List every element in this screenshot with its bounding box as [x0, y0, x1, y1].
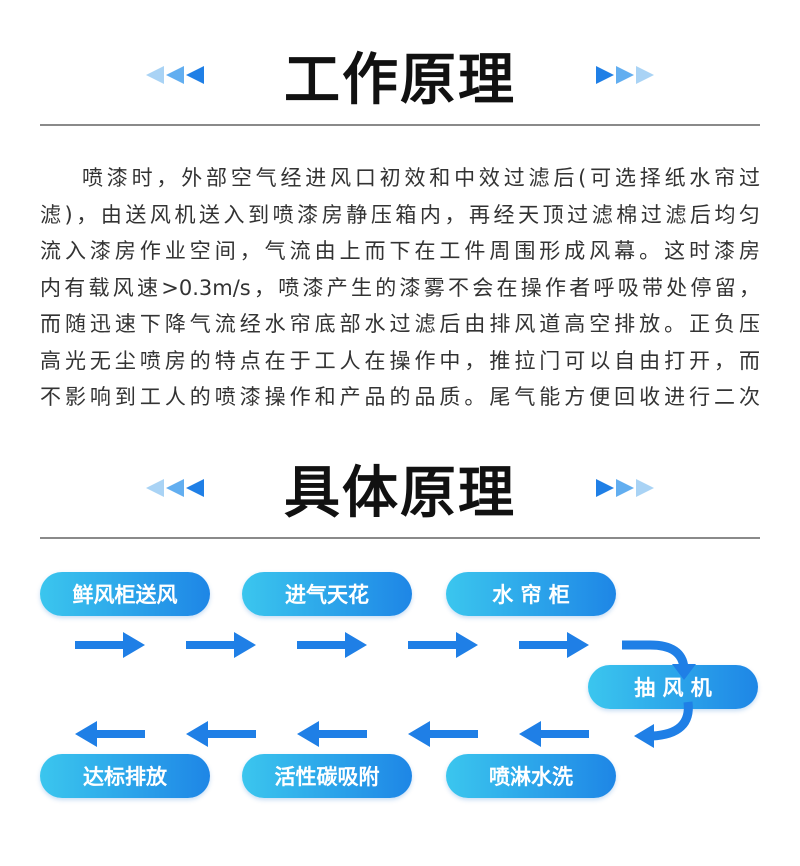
- arrow-right-icon: [297, 632, 367, 658]
- paragraph-line: 内有载风速>0.3m/s，喷漆产生的漆雾不会在操作者呼吸带处停留，: [40, 275, 760, 300]
- arrow-right-icon: [75, 632, 145, 658]
- arrow-left-icon: [408, 721, 478, 747]
- step-activated-carbon: 活性碳吸附: [242, 754, 412, 798]
- section2-title: 具体原理: [284, 460, 516, 526]
- step-discharge: 达标排放: [40, 754, 210, 798]
- arrow-left-icon: [186, 721, 256, 747]
- arrow-left-icon: [75, 721, 145, 747]
- section2-divider: [40, 537, 760, 539]
- step-exhaust-fan: 抽 风 机: [588, 665, 758, 709]
- left-arrows-icon: [146, 479, 204, 497]
- arrow-left-icon: [297, 721, 367, 747]
- right-arrows-icon: [596, 66, 654, 84]
- paragraph-line: 高光无尘喷房的特点在于工人在操作中，推拉门可以自由打开，而: [40, 348, 760, 373]
- paragraph-line: 不影响到工人的喷漆操作和产品的品质。尾气能方便回收进行二次: [40, 385, 760, 409]
- section1-title: 工作原理: [284, 47, 516, 113]
- section1-header: 工作原理: [40, 35, 760, 115]
- curved-arrow-down-icon: [622, 640, 696, 680]
- right-arrows-icon: [596, 479, 654, 497]
- paragraph-line: 滤)，由送风机送入到喷漆房静压箱内，再经天顶过滤棉过滤后均匀: [40, 202, 760, 227]
- step-intake-ceiling: 进气天花: [242, 572, 412, 616]
- step-spray-wash: 喷淋水洗: [446, 754, 616, 798]
- paragraph-line: 而随迅速下降气流经水帘底部水过滤后由排风道高空排放。正负压: [40, 312, 760, 336]
- section2-header: 具体原理: [40, 448, 760, 528]
- arrow-right-icon: [408, 632, 478, 658]
- section1-divider: [40, 124, 760, 126]
- step-water-curtain: 水 帘 柜: [446, 572, 616, 616]
- principle-paragraph: 喷漆时，外部空气经进风口初效和中效过滤后(可选择纸水帘过 滤)，由送风机送入到喷…: [40, 160, 760, 416]
- left-arrows-icon: [146, 66, 204, 84]
- step-fresh-air-cabinet: 鲜风柜送风: [40, 572, 210, 616]
- arrow-right-icon: [519, 632, 589, 658]
- paragraph-line: 流入漆房作业空间，气流由上而下在工件周围形成风幕。这时漆房: [40, 239, 760, 263]
- arrow-right-icon: [186, 632, 256, 658]
- paragraph-line: 喷漆时，外部空气经进风口初效和中效过滤后(可选择纸水帘过: [82, 166, 760, 190]
- curved-arrow-back-icon: [634, 701, 693, 748]
- arrow-left-icon: [519, 721, 589, 747]
